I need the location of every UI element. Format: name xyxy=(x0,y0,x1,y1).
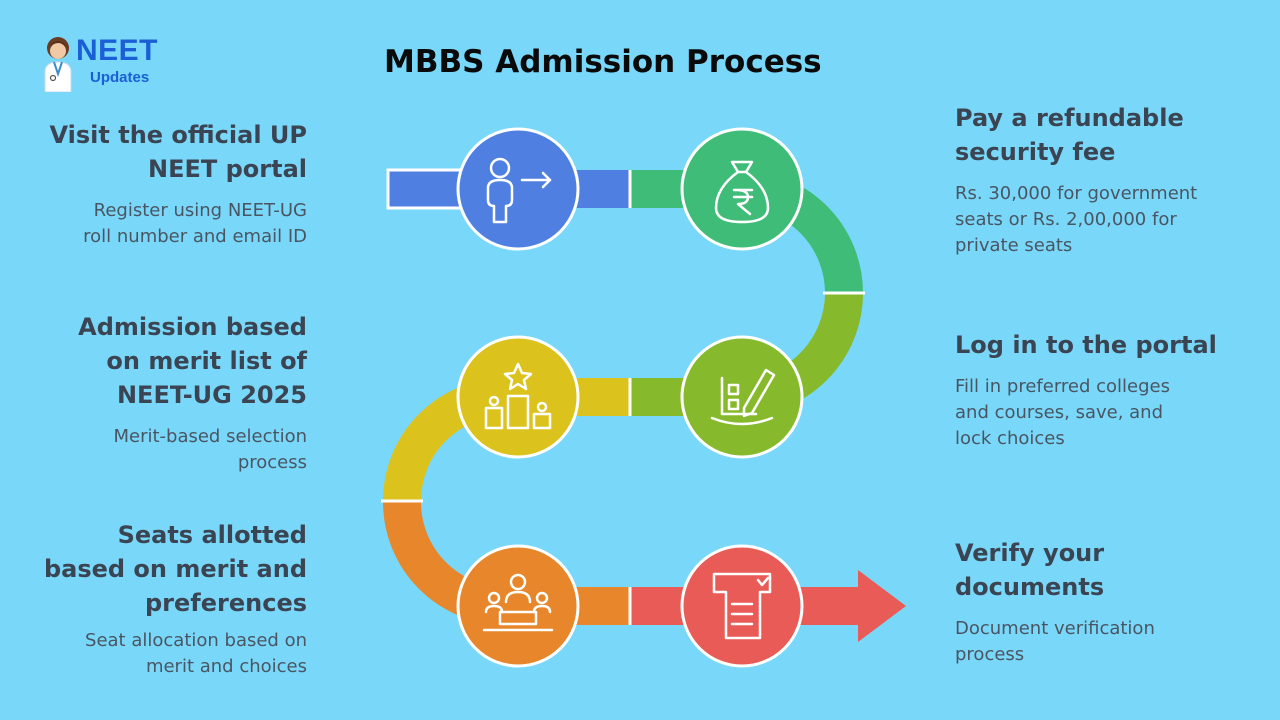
step-2-title: Pay a refundable security fee xyxy=(955,104,1184,166)
document-check-icon xyxy=(712,572,772,640)
step-6-node xyxy=(680,544,804,668)
step-3-description: Fill in preferred colleges and courses, … xyxy=(955,376,1170,449)
page-title: MBBS Admission Process xyxy=(384,44,822,80)
form-pencil-icon xyxy=(710,368,776,426)
step-6-text: Verify your documents Document verificat… xyxy=(955,536,1155,668)
logo-main-text: NEET xyxy=(76,34,159,67)
flow-exit-arrow xyxy=(780,570,906,642)
step-5-text: Seats allotted based on merit and prefer… xyxy=(44,518,307,680)
person-arrow-icon xyxy=(486,157,552,224)
step-1-title: Visit the official UP NEET portal xyxy=(49,121,307,183)
logo-sub-text: Updates xyxy=(90,69,150,86)
step-4-description: Merit-based selection process xyxy=(113,426,307,473)
step-2-description: Rs. 30,000 for government seats or Rs. 2… xyxy=(955,183,1198,256)
step-1-node xyxy=(456,127,580,251)
step-6-title: Verify your documents xyxy=(955,539,1105,601)
rupee-money-bag-icon xyxy=(714,160,770,224)
step-2-text: Pay a refundable security fee Rs. 30,000… xyxy=(955,101,1197,259)
people-desk-icon xyxy=(482,573,554,632)
step-4-text: Admission based on merit list of NEET-UG… xyxy=(78,310,307,476)
step-4-node xyxy=(456,335,580,459)
step-1-text: Visit the official UP NEET portal Regist… xyxy=(50,118,307,250)
neet-updates-logo: NEET Updates xyxy=(40,34,180,94)
podium-star-icon xyxy=(484,362,552,430)
step-3-text: Log in to the portal Fill in preferred c… xyxy=(955,328,1217,452)
doctor-mascot-icon xyxy=(44,37,72,93)
step-6-description: Document verification process xyxy=(955,618,1155,665)
step-3-node xyxy=(680,335,804,459)
step-1-description: Register using NEET-UG roll number and e… xyxy=(83,200,307,247)
step-5-description: Seat allocation based on merit and choic… xyxy=(85,630,307,677)
step-5-node xyxy=(456,544,580,668)
step-2-node xyxy=(680,127,804,251)
step-3-title: Log in to the portal xyxy=(955,331,1217,359)
step-5-title: Seats allotted based on merit and prefer… xyxy=(43,521,307,617)
step-4-title: Admission based on merit list of NEET-UG… xyxy=(78,313,307,409)
